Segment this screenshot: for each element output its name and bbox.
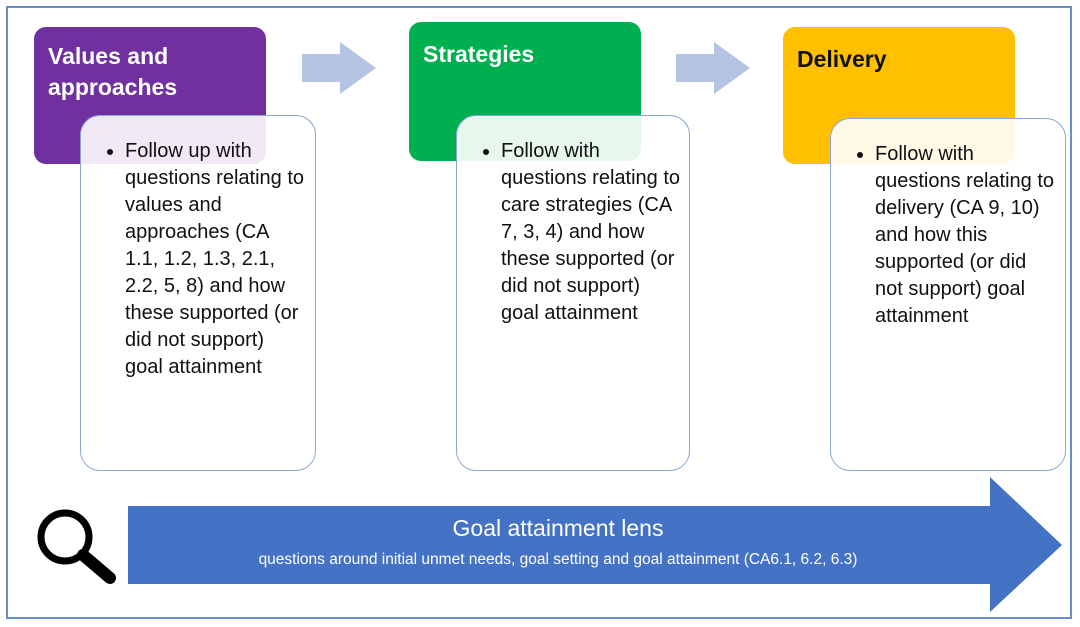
lens-subtitle: questions around initial unmet needs, go…: [258, 551, 858, 568]
stage-bullet-delivery: Follow with questions relating to delive…: [875, 141, 1057, 330]
stage-title-values-line1: Values and: [48, 43, 169, 69]
stage-card-strategies: Follow with questions relating to care s…: [456, 115, 690, 471]
stage-title-strategies: Strategies: [423, 41, 535, 67]
stage-title-delivery: Delivery: [797, 46, 887, 72]
stage-bullet-strategies: Follow with questions relating to care s…: [501, 138, 681, 327]
magnifier-icon: [37, 509, 116, 584]
diagram-frame: [6, 6, 1072, 619]
lens-title: Goal attainment lens: [452, 515, 664, 541]
stage-card-delivery: Follow with questions relating to delive…: [830, 118, 1066, 471]
stage-title-values-line2: approaches: [48, 74, 178, 100]
connector-arrow-1: [302, 42, 376, 94]
stage-card-values: Follow up with questions relating to val…: [80, 115, 316, 471]
stage-bullet-values: Follow up with questions relating to val…: [125, 138, 307, 381]
goal-lens-arrow: [128, 477, 1062, 612]
connector-arrow-2: [676, 42, 750, 94]
